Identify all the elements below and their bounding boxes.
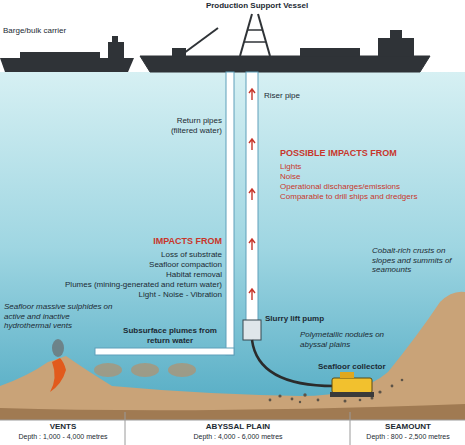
depth-band <box>0 420 465 445</box>
impact-item: Loss of substrate <box>20 250 222 260</box>
flow-arrows <box>249 89 255 300</box>
vent-plume <box>52 339 64 357</box>
pipe-label: Riser pipe <box>264 91 324 101</box>
impact-item: Noise <box>280 172 460 182</box>
zone-name: SEAMOUNT <box>353 422 463 432</box>
return-pipe <box>95 72 234 355</box>
plume-label: Subsurface plumes from return water <box>120 326 220 345</box>
zone-depth: Depth : 800 - 2,500 metres <box>353 433 463 441</box>
return-water-plumes <box>94 363 196 377</box>
production-vessel <box>140 14 430 72</box>
slurry-pump <box>243 320 261 340</box>
impact-item: Habitat removal <box>20 270 222 280</box>
zone-name: VENTS <box>4 422 122 432</box>
ship-label: Barge/bulk carrier <box>3 26 113 36</box>
impact-heading: POSSIBLE IMPACTS FROM <box>280 148 430 159</box>
impact-item: Comparable to drill ships and dredgers <box>280 192 460 202</box>
zone-name: ABYSSAL PLAIN <box>128 422 348 432</box>
nodules <box>269 379 404 403</box>
lava-vent <box>50 358 66 392</box>
deposit-label: Polymetallic nodules on abyssal plains <box>300 330 400 349</box>
impact-item: Lights <box>280 162 460 172</box>
impact-heading: IMPACTS FROM <box>110 236 222 247</box>
zone-separator <box>350 412 351 445</box>
collector-label: Seafloor collector <box>318 362 418 372</box>
sea <box>0 72 465 422</box>
band-rule <box>0 420 465 421</box>
impact-item: Seafloor compaction <box>20 260 222 270</box>
vessel-label: Production Support Vessel <box>180 1 334 11</box>
barge-ship <box>0 36 134 72</box>
zone-separator <box>125 412 126 445</box>
pipe-label: Return pipes (filtered water) <box>150 116 222 135</box>
impact-item: Operational discharges/emissions <box>280 182 460 192</box>
deposit-label: Cobalt-rich crusts on slopes and summits… <box>372 246 462 275</box>
sky <box>0 0 465 72</box>
impact-item: Plumes (mining-generated and return wate… <box>20 280 222 290</box>
riser-pipe <box>246 72 258 322</box>
impact-item: Light - Noise - Vibration <box>20 290 222 300</box>
deposit-label: Seafloor massive sulphides on active and… <box>4 302 114 331</box>
seafloor-collector-machine <box>330 372 374 397</box>
seafloor-deep <box>0 404 465 422</box>
zone-depth: Depth : 1,000 - 4,000 metres <box>4 433 122 441</box>
pump-label: Slurry lift pump <box>265 314 345 324</box>
zone-depth: Depth : 4,000 - 6,000 metres <box>128 433 348 441</box>
